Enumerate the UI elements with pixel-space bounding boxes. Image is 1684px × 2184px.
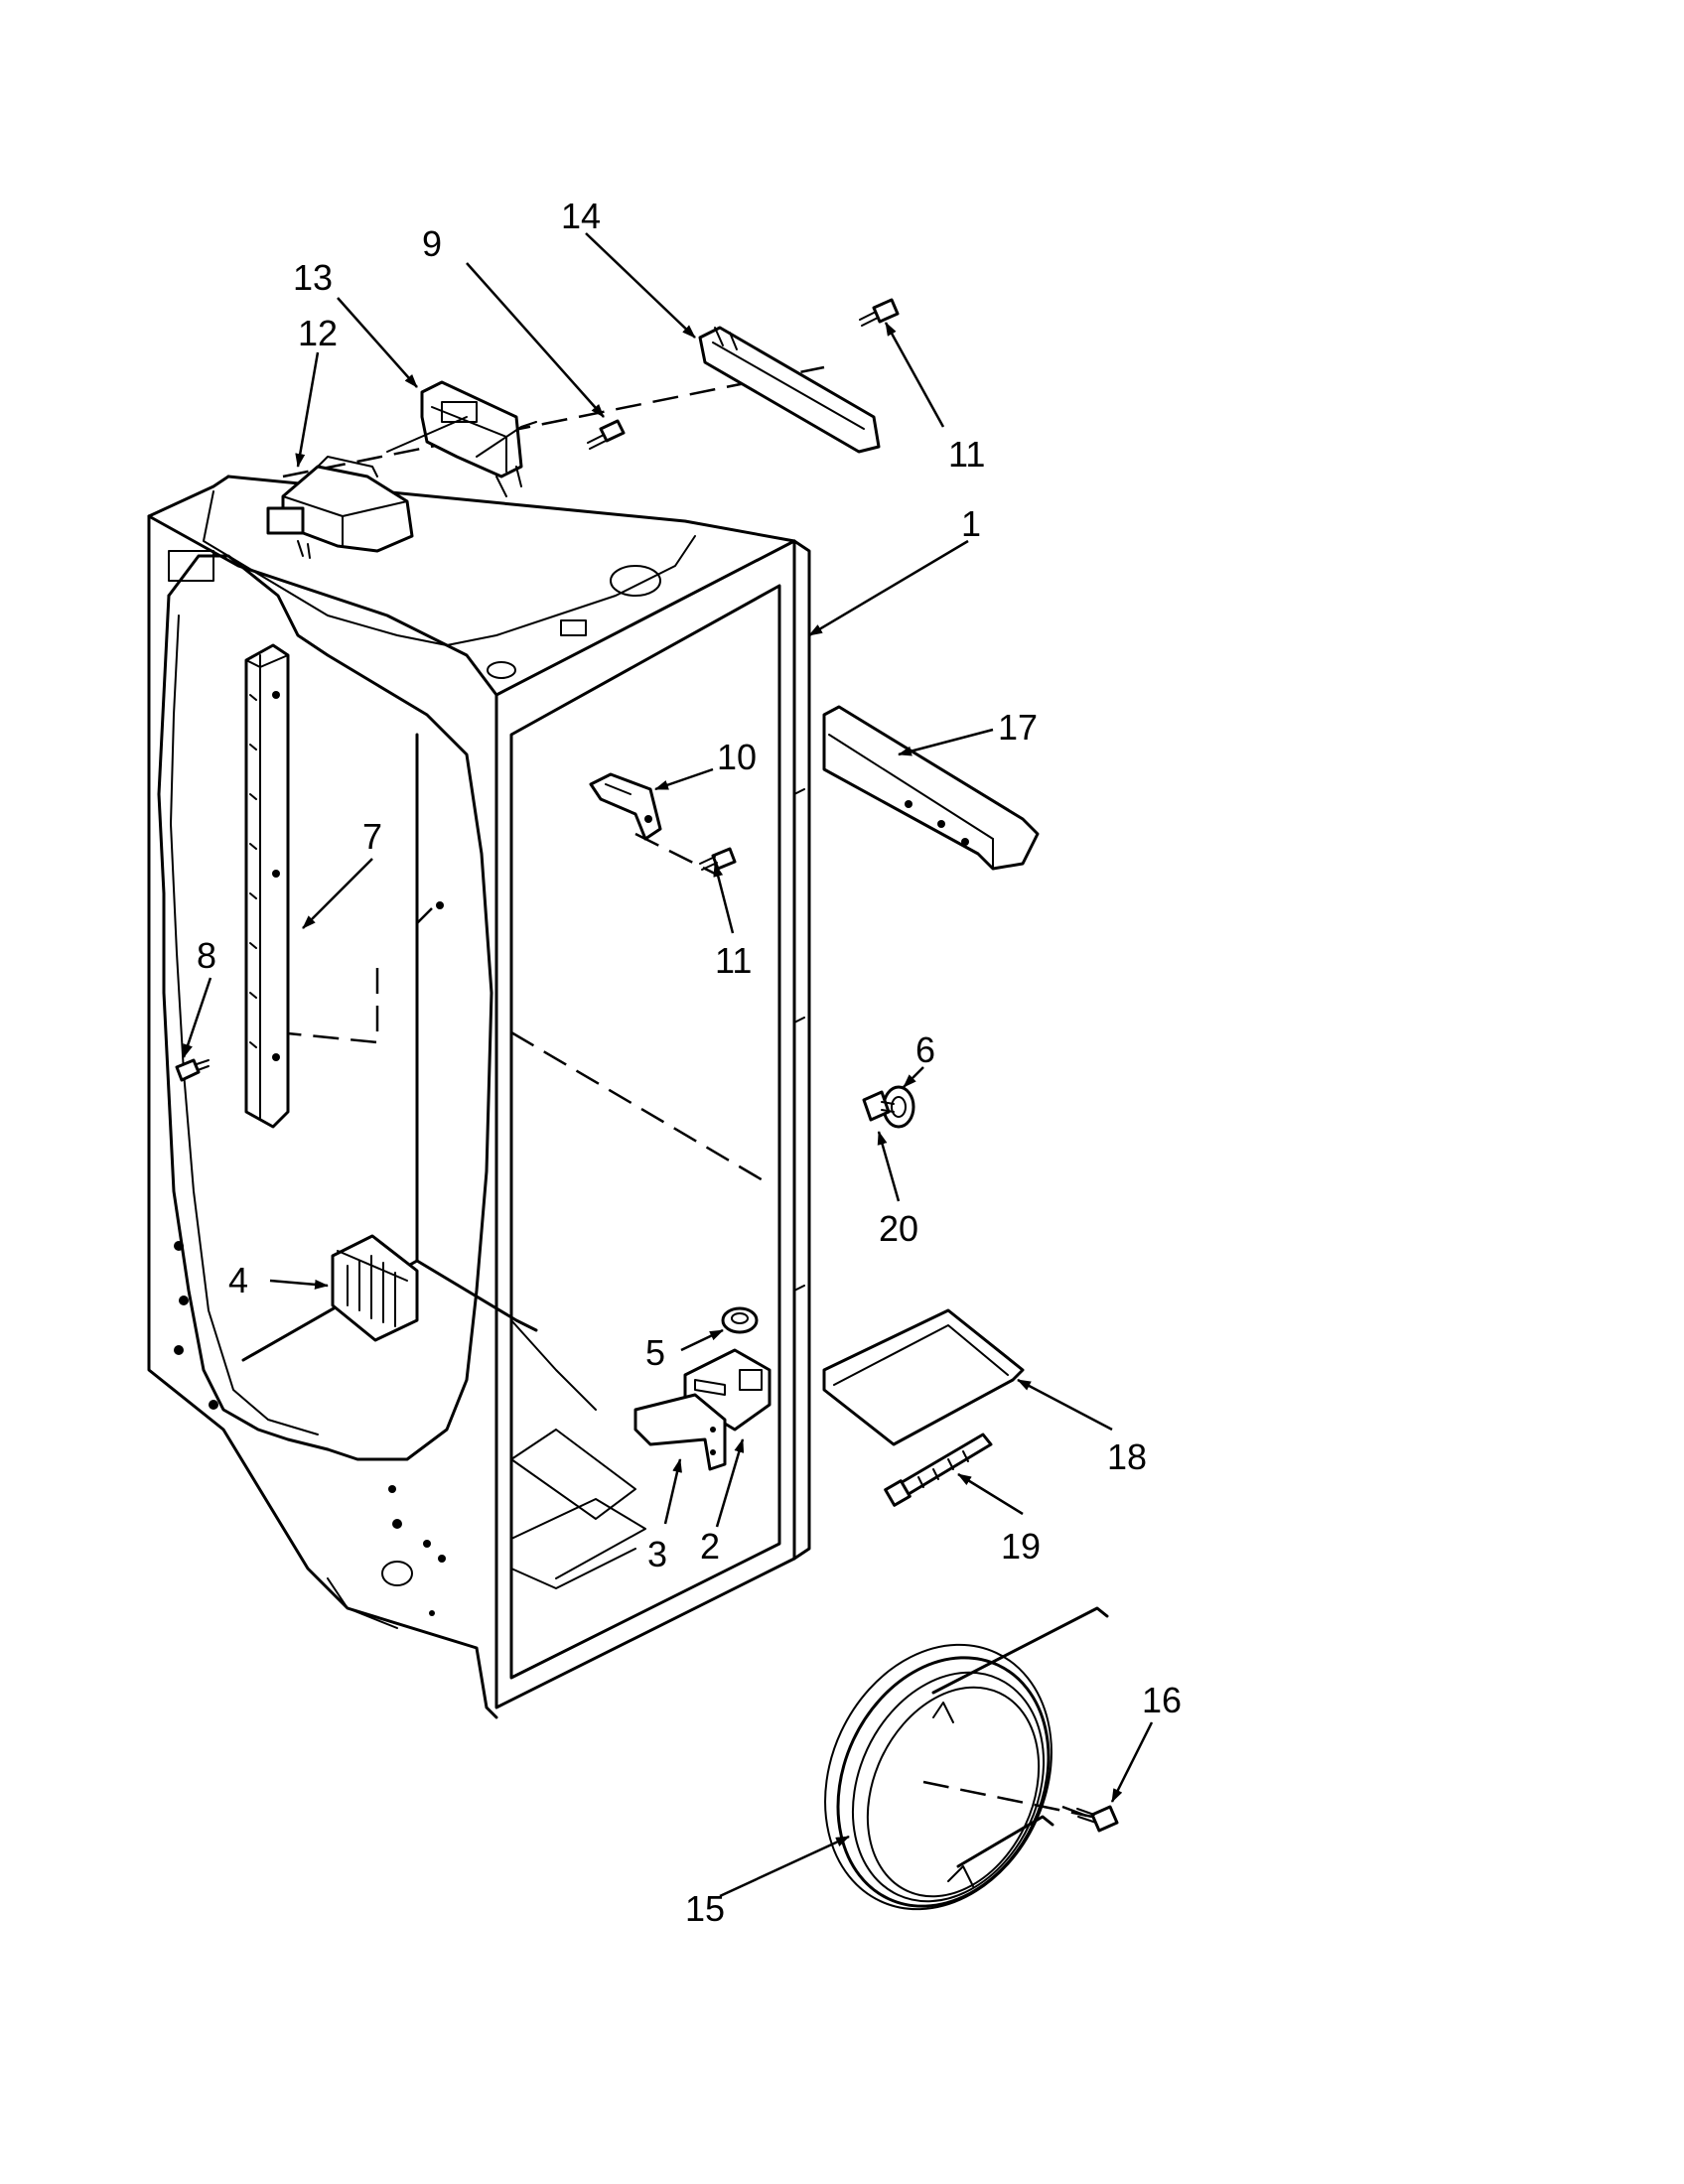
grille-part-4	[331, 1234, 419, 1342]
trough-part-17	[822, 705, 1040, 871]
bolt-part-20	[862, 1090, 895, 1122]
vertical-rail-part-7	[244, 643, 444, 1129]
callout-5: 5	[645, 1332, 665, 1373]
screw-part-11-top	[859, 298, 900, 327]
channel-part-14	[698, 326, 881, 454]
callout-6: 6	[915, 1029, 935, 1070]
screw-part-8	[175, 1058, 210, 1082]
callout-19: 19	[1001, 1526, 1041, 1567]
bracket-part-13	[386, 380, 537, 497]
grommet-part-5	[721, 1306, 759, 1334]
callout-4: 4	[228, 1260, 248, 1300]
bracket-part-3	[633, 1393, 727, 1471]
screw-part-11-middle	[699, 847, 737, 871]
callout-12: 12	[298, 313, 338, 353]
callout-18: 18	[1107, 1436, 1147, 1477]
callout-11-top: 11	[948, 434, 985, 475]
plate-part-18	[822, 1308, 1025, 1446]
callout-14: 14	[561, 196, 601, 236]
housing-part-12	[266, 456, 414, 559]
callout-1: 1	[961, 503, 981, 544]
callout-15: 15	[685, 1888, 725, 1929]
callout-20: 20	[879, 1208, 918, 1249]
callout-13: 13	[293, 257, 333, 298]
callout-2: 2	[700, 1526, 720, 1567]
cable-tie-part-19	[884, 1433, 993, 1507]
callout-9: 9	[422, 223, 442, 264]
callout-11-middle: 11	[715, 940, 752, 981]
assembly-guide-lines	[276, 365, 1103, 1824]
callout-10: 10	[717, 737, 757, 777]
callout-labels: 1 2 3 4 5 6 7 8 9 10 11 11 12 13 14 15 1…	[197, 196, 1182, 1929]
tubing-coil-part-15	[824, 1606, 1109, 1911]
screw-part-9	[587, 419, 626, 450]
callout-16: 16	[1142, 1680, 1182, 1720]
bracket-part-10	[589, 772, 662, 841]
callout-17: 17	[998, 707, 1038, 748]
screw-part-16	[1076, 1805, 1119, 1833]
callout-7: 7	[362, 816, 382, 857]
leader-arrows	[182, 232, 1154, 1898]
callout-3: 3	[647, 1534, 667, 1574]
cabinet-liner	[147, 475, 811, 1719]
callout-8: 8	[197, 935, 216, 976]
